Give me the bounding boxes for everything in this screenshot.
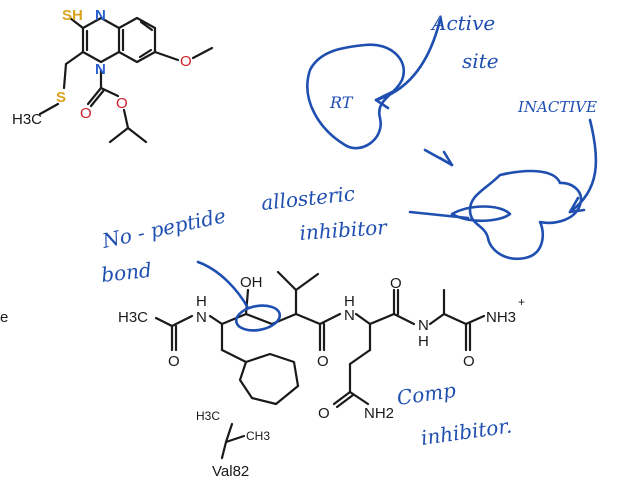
- note-comp: Comp: [395, 378, 457, 410]
- atom-n-top: N: [95, 7, 106, 24]
- atom-n-bottom: N: [95, 61, 106, 78]
- note-bond: bond: [100, 258, 153, 287]
- atom-sh: SH: [62, 7, 83, 24]
- atom-s: S: [56, 89, 66, 106]
- atom-plus-charge: +: [518, 295, 525, 309]
- atom-o-ester: O: [116, 95, 128, 112]
- edge-text-fragment: e: [0, 309, 8, 326]
- atom-nh2: NH2: [364, 405, 394, 422]
- atom-h-amide-2: H: [344, 293, 355, 310]
- val82-label: Val82: [212, 463, 249, 480]
- note-comp-inhibitor: inhibitor.: [419, 413, 513, 450]
- atom-n-amide-1: N: [196, 309, 207, 326]
- atom-o-amide: O: [318, 405, 330, 422]
- molecule-peptide: [154, 270, 486, 409]
- atom-n-amide-2: N: [344, 307, 355, 324]
- note-no-peptide: No - peptide: [99, 203, 228, 253]
- atom-h-amide-1: H: [196, 293, 207, 310]
- note-active: Active: [430, 11, 495, 35]
- atom-o-carbonyl-4: O: [463, 353, 475, 370]
- atom-h3c-2: H3C: [118, 309, 148, 326]
- atom-o-methoxy: O: [180, 53, 192, 70]
- note-allosteric-inhibitor: inhibitor: [299, 215, 389, 245]
- atom-oh: OH: [240, 274, 263, 291]
- atom-h-amide-3: H: [418, 333, 429, 350]
- note-allosteric: allosteric: [260, 181, 356, 215]
- note-rt: RT: [329, 93, 354, 112]
- note-site: site: [462, 49, 499, 73]
- atom-val-h3c: H3C: [196, 409, 220, 423]
- val82-fragment: [220, 422, 246, 460]
- note-inactive: INACTIVE: [517, 98, 597, 116]
- atom-n-amide-3: N: [418, 317, 429, 334]
- atom-val-ch3: CH3: [246, 429, 270, 443]
- atom-o-acetyl: O: [168, 353, 180, 370]
- molecule-quinoxaline: [38, 16, 214, 144]
- atom-o-carbonyl-2: O: [317, 353, 329, 370]
- atom-h3c-1: H3C: [12, 111, 42, 128]
- handwritten-annotations: [196, 18, 598, 332]
- atom-o-carbonyl: O: [80, 105, 92, 122]
- atom-o-carbonyl-3: O: [390, 275, 402, 292]
- atom-nh3: NH3: [486, 309, 516, 326]
